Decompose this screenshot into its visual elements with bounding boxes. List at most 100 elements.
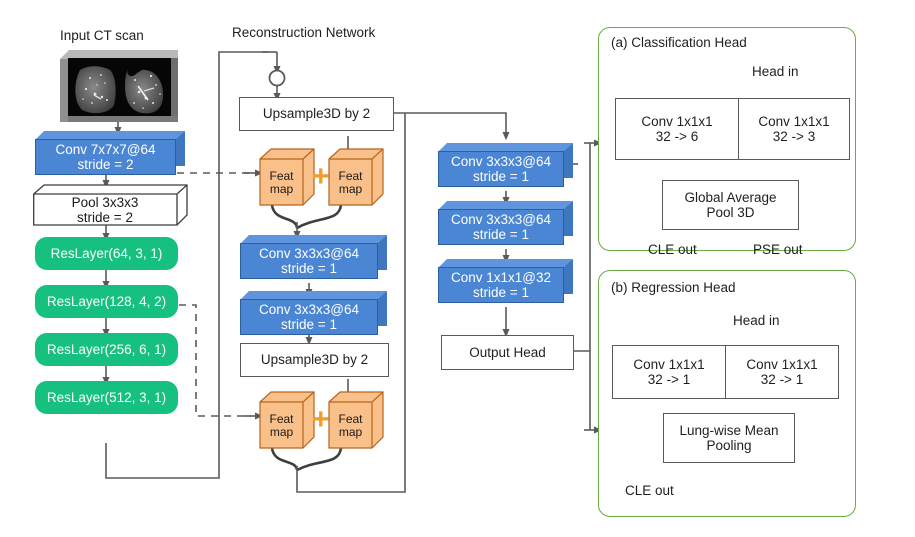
conv-block-top-face <box>240 291 387 300</box>
recon-conv-3x3x3-b: Conv 3x3x3@64 stride = 1 <box>240 291 387 335</box>
feat-map-line1: Feat <box>338 168 363 183</box>
conv-7x7x7-line1: Conv 7x7x7@64 <box>55 142 156 157</box>
cls-conv-left-line1: Conv 1x1x1 <box>641 113 713 129</box>
upsample3d-top-label: Upsample3D by 2 <box>262 106 371 122</box>
reg-conv-right-line1: Conv 1x1x1 <box>746 356 818 372</box>
conv-block-front-face: Conv 3x3x3@64 stride = 1 <box>438 151 564 187</box>
conv-block-top-face <box>240 235 387 244</box>
ct-bevel-right <box>171 58 178 122</box>
regression-head-in-label: Head in <box>733 313 780 328</box>
pool-line1: Pool 3x3x3 <box>71 195 139 210</box>
decoder-conv1-line1: Conv 3x3x3@64 <box>450 154 551 169</box>
cle-out-label-a: CLE out <box>648 242 697 257</box>
gap3d-line2: Pool 3D <box>706 205 755 220</box>
upsample3d-bottom-label: Upsample3D by 2 <box>260 352 369 368</box>
conv-block-side-face <box>563 201 573 236</box>
feat-map-line1: Feat <box>269 411 294 426</box>
feat-map-line2: map <box>338 181 363 196</box>
global-average-pool-3d: Global Average Pool 3D <box>662 180 799 230</box>
decoder-conv3-line2: stride = 1 <box>473 285 529 300</box>
classification-head-in-label: Head in <box>752 64 799 79</box>
output-head-label: Output Head <box>469 344 546 360</box>
conv-7x7x7-line2: stride = 2 <box>77 157 134 172</box>
feat-map-line1: Feat <box>269 168 294 183</box>
conv-block-front-face: Conv 3x3x3@64 stride = 1 <box>240 299 378 335</box>
feat-map-top-right: Feat map <box>328 148 384 206</box>
conv-block-front-face: Conv 7x7x7@64 stride = 2 <box>35 139 176 175</box>
feat-map-line2: map <box>269 181 294 196</box>
add-plus-icon-top: + <box>312 160 330 193</box>
feat-bottom-right-3d <box>328 391 384 449</box>
ct-scan-canvas <box>68 58 178 122</box>
conv-block-side-face <box>563 259 573 294</box>
conv-block-side-face <box>377 235 387 270</box>
recon-conv-a-line1: Conv 3x3x3@64 <box>258 246 359 261</box>
decoder-conv3-line1: Conv 1x1x1@32 <box>450 270 551 285</box>
reg-conv-right: Conv 1x1x1 32 -> 1 <box>725 345 839 399</box>
feat-top-left-3d <box>259 148 315 206</box>
upsample3d-top: Upsample3D by 2 <box>239 97 394 131</box>
decoder-conv2-line1: Conv 3x3x3@64 <box>450 212 551 227</box>
conv-block-front-face: Conv 3x3x3@64 stride = 1 <box>240 243 378 279</box>
feat-map-bottom-left: Feat map <box>259 391 315 449</box>
conv-block-top-face <box>35 131 185 140</box>
feat-map-top-left: Feat map <box>259 148 315 206</box>
feat-top-right-3d <box>328 148 384 206</box>
conv-7x7x7-block: Conv 7x7x7@64 stride = 2 <box>35 131 185 175</box>
gap3d-line1: Global Average <box>684 189 777 205</box>
conv-block-side-face <box>175 131 185 166</box>
decoder-conv-3x3x3-2: Conv 3x3x3@64 stride = 1 <box>438 201 573 245</box>
cls-conv-right: Conv 1x1x1 32 -> 3 <box>738 98 850 160</box>
upsample3d-bottom: Upsample3D by 2 <box>240 343 389 377</box>
cle-out-label-b: CLE out <box>625 483 674 498</box>
lwmp-line2: Pooling <box>706 438 752 453</box>
reslayer-512-label: ResLayer(512, 3, 1) <box>46 390 167 405</box>
ct-bevel-left <box>60 59 69 122</box>
ct-scan-image <box>60 50 178 122</box>
feat-bottom-right-text: Feat map <box>329 403 372 448</box>
feat-bottom-left-text: Feat map <box>260 403 303 448</box>
conv-block-top-face <box>438 259 573 268</box>
conv-block-top-face <box>438 201 573 210</box>
feat-map-bottom-right: Feat map <box>328 391 384 449</box>
reslayer-128: ResLayer(128, 4, 2) <box>35 285 178 318</box>
conv-block-front-face: Conv 3x3x3@64 stride = 1 <box>438 209 564 245</box>
lung-wise-mean-pooling: Lung-wise Mean Pooling <box>663 413 795 463</box>
feat-bottom-left-3d <box>259 391 315 449</box>
reslayer-128-label: ResLayer(128, 4, 2) <box>46 294 167 309</box>
lwmp-line1: Lung-wise Mean <box>679 422 779 438</box>
regression-head-title: (b) Regression Head <box>611 280 736 295</box>
recon-conv-3x3x3-a: Conv 3x3x3@64 stride = 1 <box>240 235 387 279</box>
feat-map-line2: map <box>269 424 294 439</box>
feat-top-left-text: Feat map <box>260 160 303 205</box>
recon-conv-a-line2: stride = 1 <box>281 261 337 276</box>
reconstruction-network-title: Reconstruction Network <box>232 25 376 40</box>
reg-conv-left: Conv 1x1x1 32 -> 1 <box>612 345 726 399</box>
cls-conv-right-line2: 32 -> 3 <box>772 129 816 144</box>
conv-block-side-face <box>563 143 573 178</box>
reslayer-64: ResLayer(64, 3, 1) <box>35 237 178 270</box>
reg-conv-left-line2: 32 -> 1 <box>647 372 691 387</box>
reg-conv-left-line1: Conv 1x1x1 <box>633 356 705 372</box>
cls-conv-left-line2: 32 -> 6 <box>655 129 699 144</box>
feat-map-line2: map <box>338 424 363 439</box>
classification-head-title: (a) Classification Head <box>611 35 747 50</box>
pse-out-label: PSE out <box>753 242 803 257</box>
ct-bevel-bottom <box>68 116 178 122</box>
reslayer-256: ResLayer(256, 6, 1) <box>35 333 178 366</box>
decoder-conv-1x1x1: Conv 1x1x1@32 stride = 1 <box>438 259 573 303</box>
reslayer-256-label: ResLayer(256, 6, 1) <box>46 342 167 357</box>
feat-map-line1: Feat <box>338 411 363 426</box>
conv-block-side-face <box>377 291 387 326</box>
recon-conv-b-line2: stride = 1 <box>281 317 337 332</box>
decoder-conv-3x3x3-1: Conv 3x3x3@64 stride = 1 <box>438 143 573 187</box>
lung-slices <box>75 66 164 114</box>
cls-conv-left: Conv 1x1x1 32 -> 6 <box>615 98 739 160</box>
reslayer-512: ResLayer(512, 3, 1) <box>35 381 178 414</box>
recon-conv-b-line1: Conv 3x3x3@64 <box>258 302 359 317</box>
ct-bevel-top <box>60 50 178 59</box>
pool-block-text: Pool 3x3x3 stride = 2 <box>33 195 177 225</box>
input-ct-scan-label: Input CT scan <box>60 28 144 43</box>
cls-conv-right-line1: Conv 1x1x1 <box>758 113 830 129</box>
